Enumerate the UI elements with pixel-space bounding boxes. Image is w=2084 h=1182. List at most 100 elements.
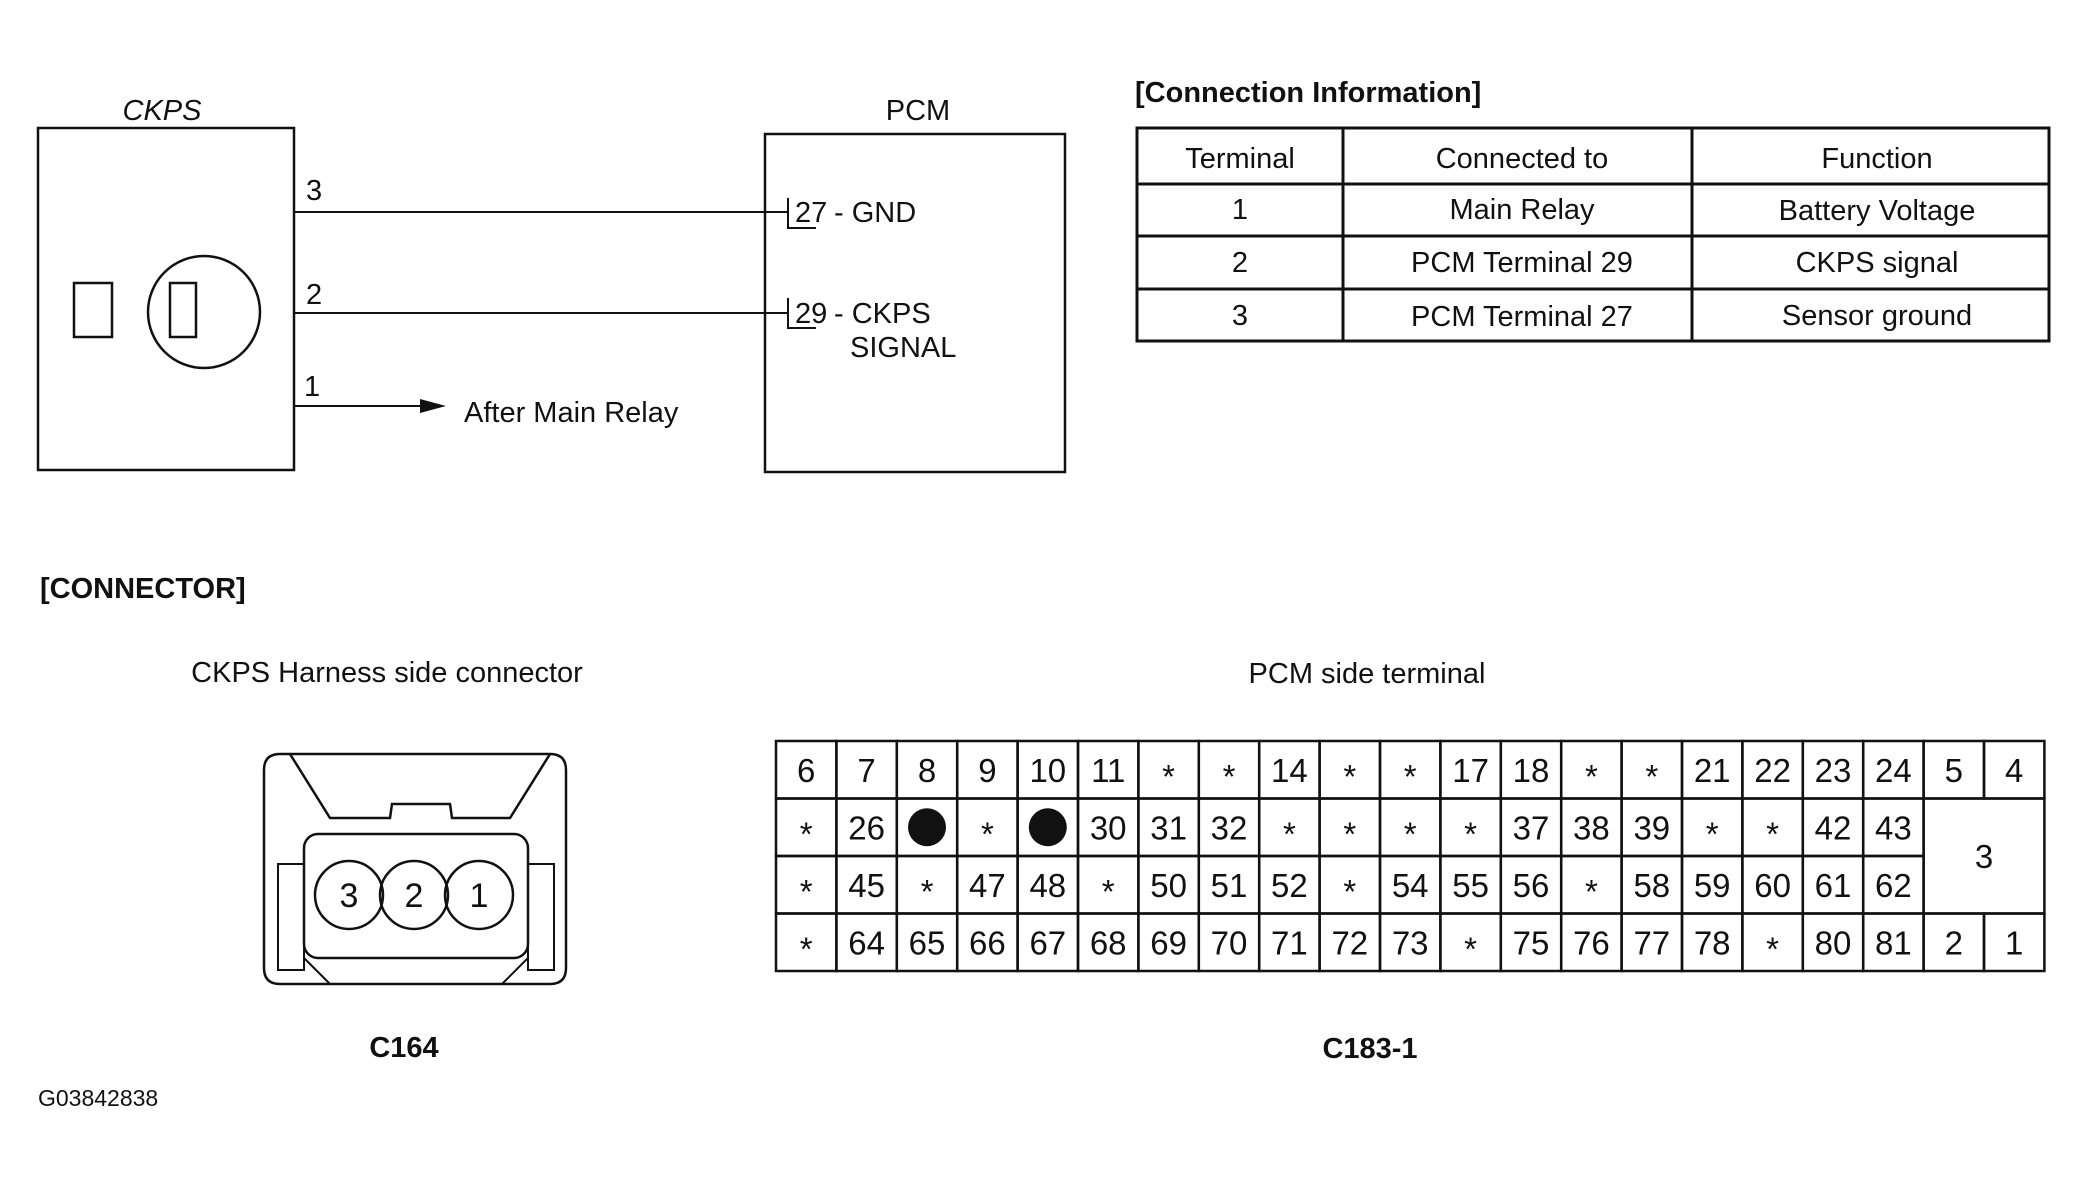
terminal-number: 59 xyxy=(1694,867,1731,904)
ckps-title: CKPS xyxy=(123,95,203,127)
figure-id: G03842838 xyxy=(38,1085,158,1111)
terminal-number: 47 xyxy=(969,867,1006,904)
terminal-number: 30 xyxy=(1090,809,1127,846)
table-cell: PCM Terminal 27 xyxy=(1411,301,1633,333)
connection-info-table: Terminal Connected to Function 1 Main Re… xyxy=(1135,126,2051,343)
pcm-box xyxy=(763,132,1067,474)
terminal-number: 48 xyxy=(1029,867,1066,904)
power-terminal-cell xyxy=(1922,797,2046,915)
unused-terminal-mark: * xyxy=(1283,815,1296,852)
pcm-title: PCM xyxy=(886,95,950,127)
unused-terminal-mark: * xyxy=(1766,815,1779,852)
power-terminal-number: 2 xyxy=(1945,924,1963,961)
terminal-29-bracket xyxy=(787,298,816,329)
table-cell: Main Relay xyxy=(1449,194,1595,226)
table-cell: CKPS signal xyxy=(1796,247,1959,279)
terminal-number: 18 xyxy=(1513,752,1550,789)
ckps-sensor-pin-icon xyxy=(72,281,114,339)
table-cell: 1 xyxy=(1232,194,1248,226)
power-terminal-number: 3 xyxy=(1975,838,1993,875)
terminal-number: 45 xyxy=(848,867,885,904)
pcm-connector-id: C183-1 xyxy=(1322,1033,1417,1065)
unused-terminal-mark: * xyxy=(1223,758,1236,795)
ckps-sensor-box xyxy=(36,126,296,472)
unused-terminal-mark: * xyxy=(800,930,813,967)
unused-terminal-mark: * xyxy=(1464,930,1477,967)
harness-pin-3 xyxy=(313,859,385,931)
harness-pin-label: 1 xyxy=(470,877,489,915)
ckps-sensor-circle-icon xyxy=(146,254,262,370)
terminal-number: 7 xyxy=(857,752,875,789)
unused-terminal-mark: * xyxy=(1162,758,1175,795)
terminal-number: 62 xyxy=(1875,867,1912,904)
terminal-number: 51 xyxy=(1211,867,1248,904)
filled-terminal-dot-icon xyxy=(908,808,946,847)
pcm-label-signal: SIGNAL xyxy=(850,332,956,364)
table-cell: 3 xyxy=(1232,300,1248,332)
terminal-number: 24 xyxy=(1875,752,1912,789)
connector-section-title: [CONNECTOR] xyxy=(40,573,246,605)
harness-pin-2 xyxy=(378,859,450,931)
wire-pin-1: 1 xyxy=(304,371,320,403)
table-cell: PCM Terminal 29 xyxy=(1411,247,1633,279)
terminal-number: 54 xyxy=(1392,867,1429,904)
unused-terminal-mark: * xyxy=(1343,815,1356,852)
terminal-number: 68 xyxy=(1090,924,1127,961)
unused-terminal-mark: * xyxy=(1645,758,1658,795)
arrow-icon xyxy=(420,399,446,413)
terminal-number: 67 xyxy=(1029,924,1066,961)
terminal-number: 17 xyxy=(1452,752,1489,789)
wire-pin-3: 3 xyxy=(306,175,322,207)
terminal-number: 43 xyxy=(1875,809,1912,846)
unused-terminal-mark: * xyxy=(921,873,934,910)
ckps-sensor-slot-icon xyxy=(168,281,198,339)
terminal-number: 32 xyxy=(1211,809,1248,846)
terminal-number: 78 xyxy=(1694,924,1731,961)
terminal-number: 23 xyxy=(1815,752,1852,789)
unused-terminal-mark: * xyxy=(1706,815,1719,852)
harness-pin-1 xyxy=(443,859,515,931)
terminal-27-bracket xyxy=(787,198,816,229)
pcm-terminal-29: 29 xyxy=(795,298,827,330)
unused-terminal-mark: * xyxy=(1343,873,1356,910)
terminal-number: 72 xyxy=(1331,924,1368,961)
terminal-number: 61 xyxy=(1815,867,1852,904)
terminal-number: 31 xyxy=(1150,809,1187,846)
wire-pin-2: 2 xyxy=(306,279,322,311)
terminal-number: 75 xyxy=(1513,924,1550,961)
terminal-number: 9 xyxy=(978,752,996,789)
table-cell: Battery Voltage xyxy=(1779,195,1976,227)
pcm-terminal-27: 27 xyxy=(795,197,827,229)
unused-terminal-mark: * xyxy=(1102,873,1115,910)
harness-pin-label: 3 xyxy=(340,877,359,915)
unused-terminal-mark: * xyxy=(1343,758,1356,795)
unused-terminal-mark: * xyxy=(1464,815,1477,852)
table-header: Terminal xyxy=(1185,143,1295,175)
power-terminal-number: 1 xyxy=(2005,924,2023,961)
terminal-number: 64 xyxy=(848,924,885,961)
terminal-number: 42 xyxy=(1815,809,1852,846)
table-header: Connected to xyxy=(1436,143,1609,175)
filled-terminal-dot-icon xyxy=(1028,808,1067,847)
terminal-number: 77 xyxy=(1633,924,1670,961)
terminal-number: 6 xyxy=(797,752,815,789)
table-header: Function xyxy=(1821,143,1932,175)
unused-terminal-mark: * xyxy=(1404,815,1417,852)
ckps-harness-connector: 3 2 1 xyxy=(262,752,568,986)
terminal-number: 26 xyxy=(848,809,885,846)
connection-info-title: [Connection Information] xyxy=(1135,77,1481,109)
terminal-number: 8 xyxy=(918,752,936,789)
power-terminal-number: 5 xyxy=(1945,752,1963,789)
terminal-number: 69 xyxy=(1150,924,1187,961)
terminal-number: 76 xyxy=(1573,924,1610,961)
terminal-number: 21 xyxy=(1694,752,1731,789)
unused-terminal-mark: * xyxy=(981,815,994,852)
terminal-number: 11 xyxy=(1091,752,1125,789)
unused-terminal-mark: * xyxy=(1585,873,1598,910)
terminal-number: 58 xyxy=(1633,867,1670,904)
table-cell: 2 xyxy=(1232,247,1248,279)
unused-terminal-mark: * xyxy=(1404,758,1417,795)
terminal-number: 80 xyxy=(1815,924,1852,961)
terminal-number: 37 xyxy=(1513,809,1550,846)
